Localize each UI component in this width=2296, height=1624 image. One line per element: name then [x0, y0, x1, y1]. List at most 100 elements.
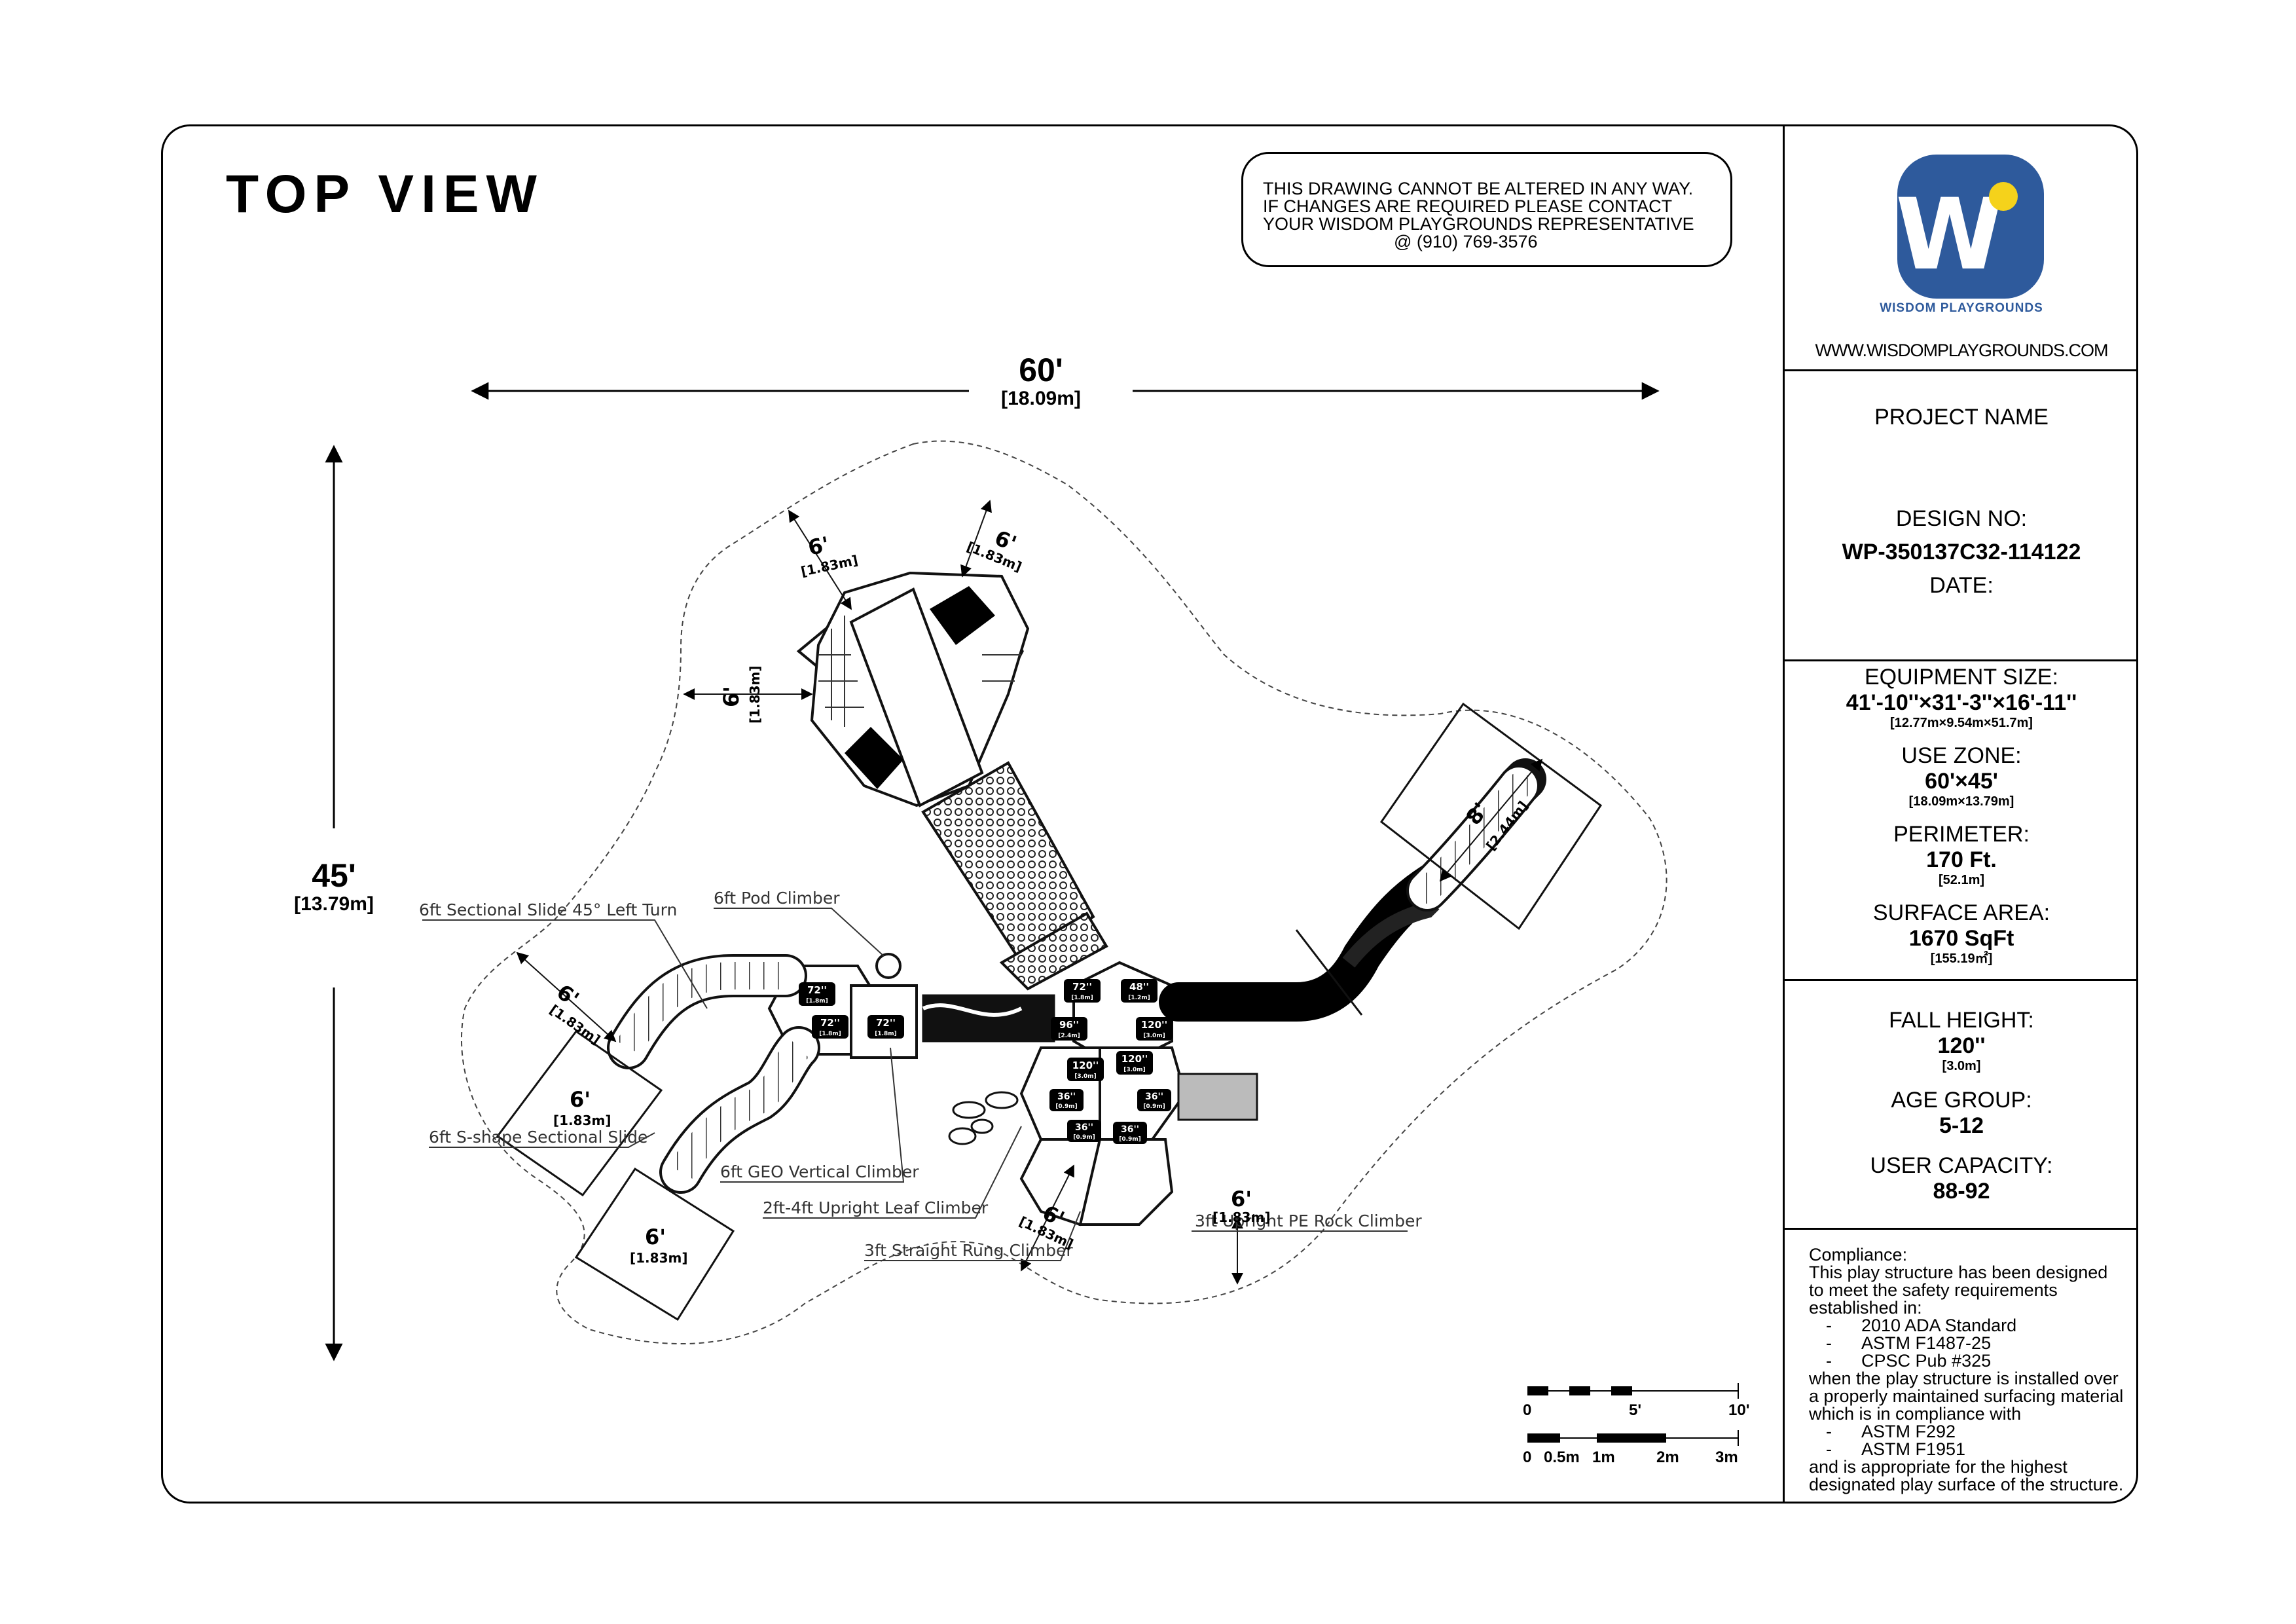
compliance-line: and is appropriate for the highest [1809, 1457, 2068, 1477]
use-zone-metric: [18.09m×13.79m] [1908, 794, 2014, 809]
deck-height-metric: [2.4m] [1058, 1033, 1080, 1039]
deck-height: 72'' [1072, 981, 1092, 993]
width-value: 60' [1019, 352, 1063, 388]
deck-height-metric: [3.0m] [1123, 1067, 1146, 1073]
perimeter-label: PERIMETER: [1893, 822, 2030, 847]
compliance-line: to meet the safety requirements [1809, 1280, 2058, 1300]
clearance-label: 6' [645, 1225, 666, 1249]
scale-label: 0 [1523, 1449, 1532, 1466]
scale-label: 5' [1629, 1401, 1642, 1419]
clearance-label-metric: [1.83m] [547, 1001, 603, 1047]
deck-height-metric: [0.9m] [1055, 1103, 1078, 1110]
fall-height-metric: [3.0m] [1942, 1059, 1981, 1073]
design-no: WP-350137C32-114122 [1842, 540, 2081, 564]
left-deck-cluster [767, 965, 1055, 1059]
deck-height: 36'' [1075, 1122, 1093, 1133]
fall-height-label: FALL HEIGHT: [1889, 1008, 2034, 1033]
deck-tags: 72'' [1.8m] 72'' [1.8m] 72'' [1.8m] 72''… [799, 979, 1173, 1144]
notice-line: YOUR WISDOM PLAYGROUNDS REPRESENTATIVE [1263, 214, 1694, 234]
callout-rock-climber: 3ft Upright PE Rock Climber [1195, 1211, 1422, 1230]
deck-height: 96'' [1059, 1019, 1079, 1031]
pod-climber [875, 953, 902, 979]
compliance-note: Compliance: This play structure has been… [1809, 1246, 2136, 1494]
clearance-zone-left-1 [496, 1029, 663, 1197]
deck-height-metric: [1.8m] [819, 1031, 841, 1037]
compliance-line: This play structure has been designed [1809, 1263, 2108, 1282]
deck-height: 120'' [1121, 1053, 1148, 1065]
net-platform [999, 912, 1108, 991]
height-value: 45' [312, 857, 356, 894]
use-zone-boundary [460, 440, 1667, 1344]
equipment-size-metric: [12.77m×9.54m×51.7m] [1890, 716, 2033, 730]
use-zone-label: USE ZONE: [1901, 743, 2022, 768]
compliance-standard: -ASTM F292 [1826, 1422, 1956, 1441]
logo-section: WISDOM PLAYGROUNDS WWW.WISDOMPLAYGROUNDS… [1785, 124, 2138, 371]
callout-left-turn-slide: 6ft Sectional Slide 45° Left Turn [419, 900, 677, 919]
compliance-line: Compliance: [1809, 1245, 1908, 1264]
use-zone: 60'×45' [1925, 769, 1998, 794]
scale-label: 1m [1592, 1449, 1615, 1466]
drawing-frame [161, 124, 2138, 1504]
upper-hex-structure [796, 571, 1030, 807]
callout-s-shape-slide: 6ft S-shape Sectional Slide [429, 1128, 647, 1147]
height-dimension: 45' [13.79m] [275, 858, 393, 915]
compliance-standard: -ASTM F1951 [1826, 1439, 1966, 1459]
clearance-label: 6' [570, 1087, 591, 1112]
scale-bar-feet [1527, 1383, 1739, 1399]
compliance-standard: -2010 ADA Standard [1826, 1316, 2017, 1335]
compliance-standard: -CPSC Pub #325 [1826, 1351, 1992, 1371]
logo-name: WISDOM PLAYGROUNDS [1880, 301, 2043, 315]
callout-rung-climber: 3ft Straight Rung Climber [864, 1241, 1073, 1260]
deck-height: 36'' [1121, 1124, 1139, 1135]
equipment-size: 41'-10''×31'-3''×16'-11'' [1846, 690, 2077, 715]
callout-leaf-climber: 2ft-4ft Upright Leaf Climber [763, 1198, 989, 1217]
right-spiral-slide [1342, 898, 1440, 968]
deck-height: 36'' [1057, 1092, 1076, 1102]
notice-line: THIS DRAWING CANNOT BE ALTERED IN ANY WA… [1263, 179, 1694, 198]
rock-climber [1177, 1073, 1258, 1121]
deck-height: 72'' [807, 984, 827, 996]
deck-height-metric: [1.2m] [1128, 995, 1150, 1001]
date-label: DATE: [1929, 573, 1994, 598]
clearance-label: 6' [719, 686, 744, 707]
height-metric: [13.79m] [294, 893, 374, 915]
deck-height-metric: [0.9m] [1073, 1134, 1095, 1141]
width-dimension: 60' [18.09m] [982, 352, 1100, 410]
equipment-size-label: EQUIPMENT SIZE: [1865, 665, 2058, 690]
wisdom-logo: W [1895, 155, 2044, 299]
logo-dot-icon [1989, 182, 2018, 211]
perimeter-metric: [52.1m] [1938, 873, 1985, 887]
clearance-label-metric: [1.83m] [630, 1250, 687, 1266]
clearance-label: 6' [806, 532, 831, 561]
deck-height-metric: [0.9m] [1119, 1136, 1141, 1143]
deck-height: 120'' [1141, 1019, 1168, 1031]
deck-height: 36'' [1145, 1092, 1163, 1102]
surface-area: 1670 SqFt [1908, 926, 2014, 951]
deck-height: 72'' [876, 1017, 896, 1029]
callout-geo-climber: 6ft GEO Vertical Climber [720, 1162, 919, 1181]
surface-area-metric: [155.19㎡] [1930, 951, 1993, 966]
clearance-label-metric: [1.83m] [747, 666, 763, 724]
user-capacity: 88-92 [1933, 1179, 1990, 1204]
project-name-label: PROJECT NAME [1874, 405, 2049, 430]
design-no-label: DESIGN NO: [1895, 506, 2028, 531]
notice-line: IF CHANGES ARE REQUIRED PLEASE CONTACT [1263, 196, 1673, 216]
scale-label: 10' [1728, 1401, 1750, 1419]
deck-height-metric: [0.9m] [1143, 1103, 1165, 1110]
scale-label: 2m [1656, 1449, 1679, 1466]
callout-pod-climber: 6ft Pod Climber [714, 889, 840, 908]
compliance-line: which is in compliance with [1809, 1404, 2022, 1424]
user-capacity-label: USER CAPACITY: [1870, 1153, 2053, 1178]
notice-phone: @ (910) 769-3576 [1394, 232, 1538, 251]
fall-height: 120'' [1937, 1033, 1986, 1058]
scale-bar-metric [1527, 1430, 1739, 1446]
surface-area-label: SURFACE AREA: [1872, 900, 2050, 925]
age-group: 5-12 [1939, 1113, 1984, 1138]
deck-height-metric: [3.0m] [1143, 1033, 1165, 1039]
leaf-climber [948, 1091, 1019, 1145]
compliance-line: when the play structure is installed ove… [1809, 1369, 2119, 1388]
alteration-notice: THIS DRAWING CANNOT BE ALTERED IN ANY WA… [1241, 152, 1732, 267]
width-metric: [18.09m] [1001, 388, 1081, 409]
deck-height: 120'' [1072, 1060, 1099, 1071]
